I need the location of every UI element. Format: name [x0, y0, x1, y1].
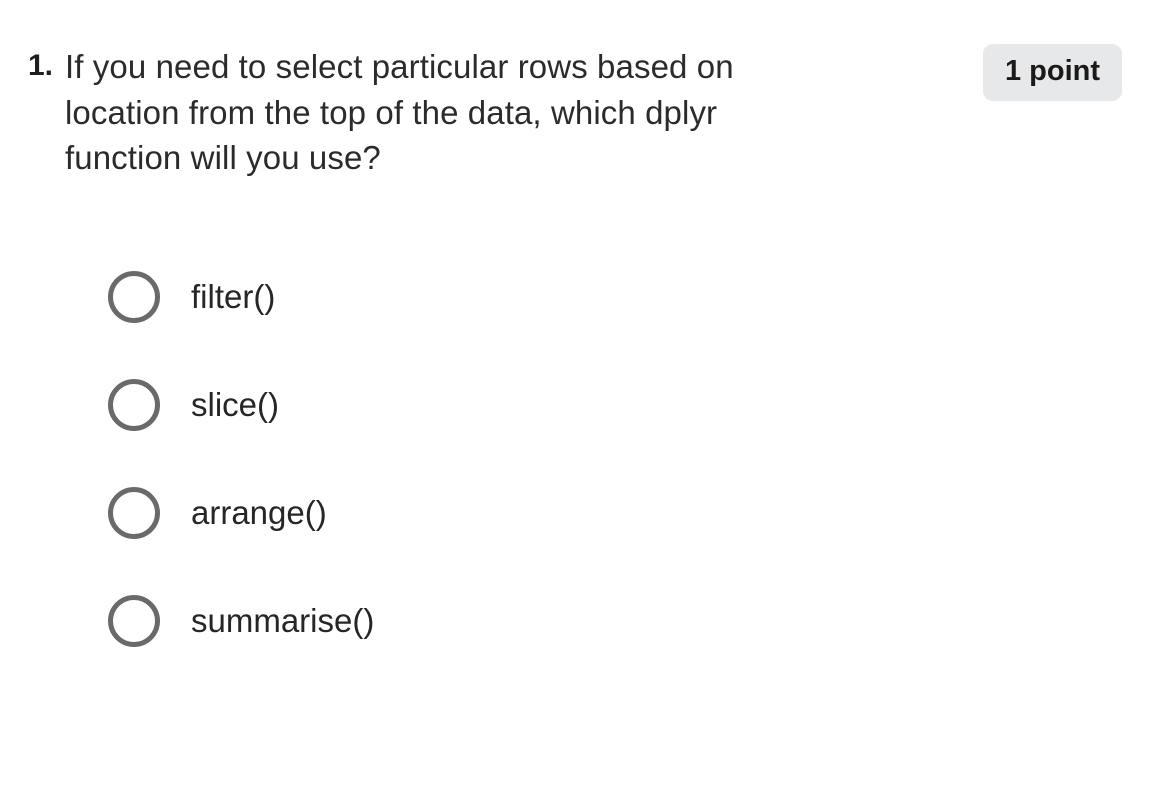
answer-option-label: arrange()	[191, 493, 327, 531]
points-badge-container: 1 point	[805, 44, 1170, 101]
answer-option-slice[interactable]: slice()	[0, 351, 1170, 459]
answer-option-label: filter()	[191, 277, 276, 315]
radio-button-icon[interactable]	[108, 594, 160, 647]
answer-option-label: summarise()	[191, 601, 375, 639]
answer-options-list: filter() slice() arrange() summarise()	[0, 181, 1170, 675]
radio-button-icon[interactable]	[108, 270, 160, 323]
question-number: 1.	[27, 49, 53, 82]
points-badge: 1 point	[982, 44, 1122, 101]
question-header: 1. If you need to select particular rows…	[0, 0, 1170, 181]
answer-option-label: slice()	[191, 385, 279, 423]
radio-button-icon[interactable]	[108, 486, 160, 539]
radio-button-icon[interactable]	[108, 378, 160, 431]
answer-option-filter[interactable]: filter()	[0, 243, 1170, 351]
answer-option-summarise[interactable]: summarise()	[0, 567, 1170, 675]
answer-option-arrange[interactable]: arrange()	[0, 459, 1170, 567]
question-prompt-text: If you need to select particular rows ba…	[65, 48, 734, 177]
